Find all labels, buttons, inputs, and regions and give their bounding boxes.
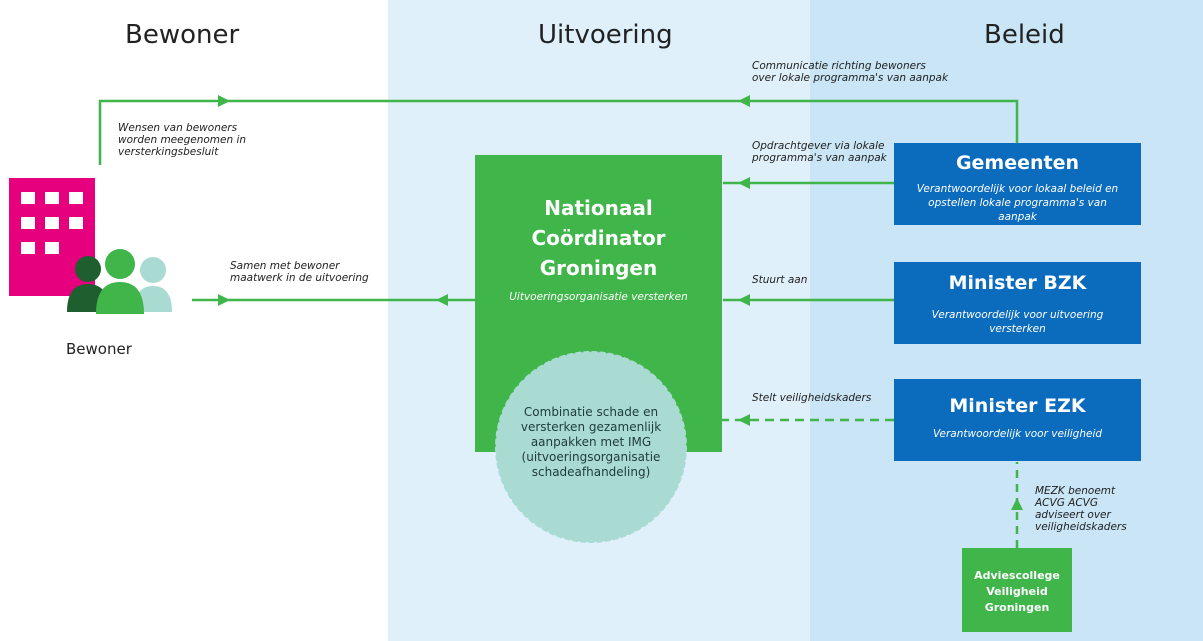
acvg-text: Adviescollege Veiligheid Groningen xyxy=(974,569,1060,614)
note-mezk: MEZK benoemt ACVG ACVG adviseert over ve… xyxy=(1035,485,1127,533)
ncg-subtitle: Uitvoeringsorganisatie versterken xyxy=(509,291,688,303)
acvg-box xyxy=(962,548,1072,632)
connector-communicatie xyxy=(98,99,1019,165)
bzk-title: Minister BZK xyxy=(948,272,1087,294)
ncg-label-group: Nationaal Coördinator Groningen Uitvoeri… xyxy=(475,155,722,355)
arrowhead-opdrachtgever xyxy=(738,177,750,189)
ezk-title: Minister EZK xyxy=(949,395,1086,417)
arrowhead-samen-left xyxy=(218,294,230,306)
note-communicatie: Communicatie richting bewoners over loka… xyxy=(752,60,949,84)
person-icon-teal xyxy=(134,257,172,312)
person-icon-green xyxy=(96,249,144,314)
column-title-bewoner: Bewoner xyxy=(125,20,240,50)
note-stelt: Stelt veiligheidskaders xyxy=(752,392,872,404)
img-circle xyxy=(495,351,687,543)
ezk-box: Minister EZK Verantwoordelijk voor veili… xyxy=(894,379,1141,461)
bzk-subtitle: Verantwoordelijk voor uitvoering verster… xyxy=(931,309,1104,335)
bewoner-caption: Bewoner xyxy=(66,340,132,358)
gemeenten-box: Gemeenten Verantwoordelijk voor lokaal b… xyxy=(894,143,1141,225)
note-wensen: Wensen van bewoners worden meegenomen in… xyxy=(118,122,247,158)
arrowhead-top-right xyxy=(738,95,750,107)
column-title-beleid: Beleid xyxy=(984,20,1065,50)
arrowhead-mezk xyxy=(1011,498,1023,510)
img-circle-text: Combinatie schade en versterken gezamenl… xyxy=(520,405,662,479)
arrowhead-stuurt xyxy=(738,294,750,306)
ncg-title: Nationaal Coördinator Groningen xyxy=(531,196,666,280)
bzk-box: Minister BZK Verantwoordelijk voor uitvo… xyxy=(894,262,1141,344)
column-title-uitvoering: Uitvoering xyxy=(538,20,673,50)
gemeenten-title: Gemeenten xyxy=(955,152,1080,174)
gemeenten-subtitle: Verantwoordelijk voor lokaal beleid en o… xyxy=(916,183,1119,223)
note-stuurt: Stuurt aan xyxy=(752,274,808,286)
arrowhead-stelt-right xyxy=(738,414,750,426)
arrowhead-samen-right xyxy=(436,294,448,306)
note-opdrachtgever: Opdrachtgever via lokale programma's van… xyxy=(752,140,887,164)
arrowhead-top-left xyxy=(218,95,230,107)
ezk-subtitle: Verantwoordelijk voor veiligheid xyxy=(932,428,1103,440)
note-samen: Samen met bewoner maatwerk in de uitvoer… xyxy=(230,260,369,284)
